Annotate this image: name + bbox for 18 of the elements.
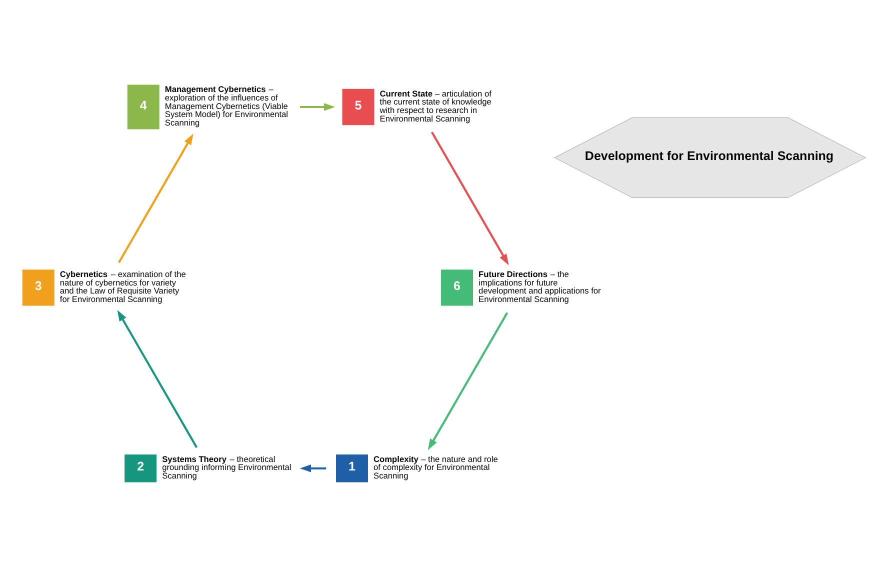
node-box: 5	[342, 88, 374, 125]
node-box: 3	[22, 269, 54, 306]
node-label: Cybernetics – examination of the nature of cybernetics for variety and the Law of Requisite Variety for Environmental Scanning	[59, 268, 186, 304]
arrow	[427, 312, 508, 450]
arrow	[430, 131, 508, 265]
arrow	[118, 133, 193, 263]
arrow	[116, 309, 198, 448]
arrow	[299, 464, 326, 472]
node-label: Current State – articulation of the current state of knowledge with respect to research in Environmental Scanning	[379, 88, 491, 123]
node-label: Future Directions – the implications for future development and applications for Environmental Scanning	[478, 268, 600, 304]
node-label: Management Cybernetics – exploration of the influences of Management Cybernetics (Viable System Model) for Environmental Scanning	[164, 84, 288, 127]
node-label: Complexity – the nature and role of complexity for Environmental Scanning	[373, 453, 498, 480]
node-box: 2	[124, 454, 156, 482]
node-box: 4	[126, 84, 159, 129]
arrow	[299, 102, 335, 110]
node-box: 1	[336, 454, 368, 482]
node-box: 6	[440, 269, 472, 306]
node-label: Systems Theory – theoretical grounding informing Environmental Scanning	[162, 453, 291, 480]
